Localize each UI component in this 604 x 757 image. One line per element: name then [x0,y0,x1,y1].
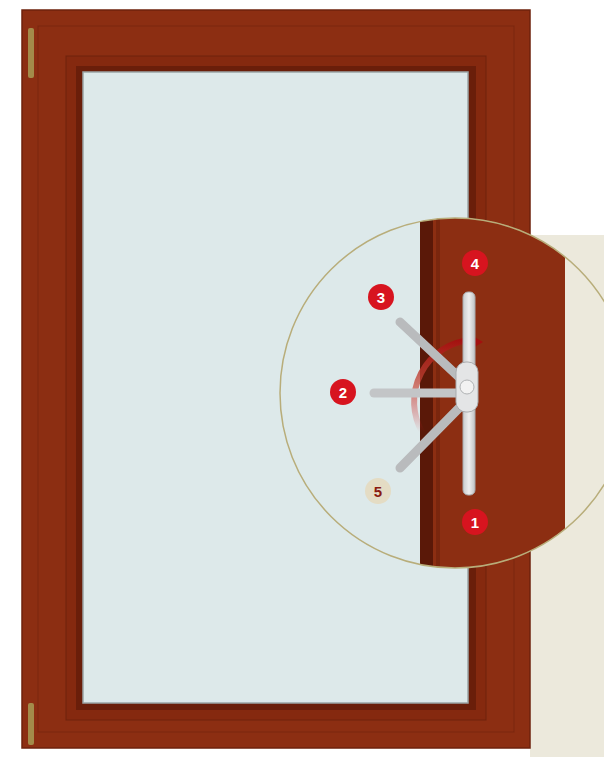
callout-number: 4 [462,250,488,276]
callout-number: 3 [368,284,394,310]
callout-number: 2 [330,379,356,405]
callout-number: 5 [365,478,391,504]
callout-number: 1 [462,509,488,535]
